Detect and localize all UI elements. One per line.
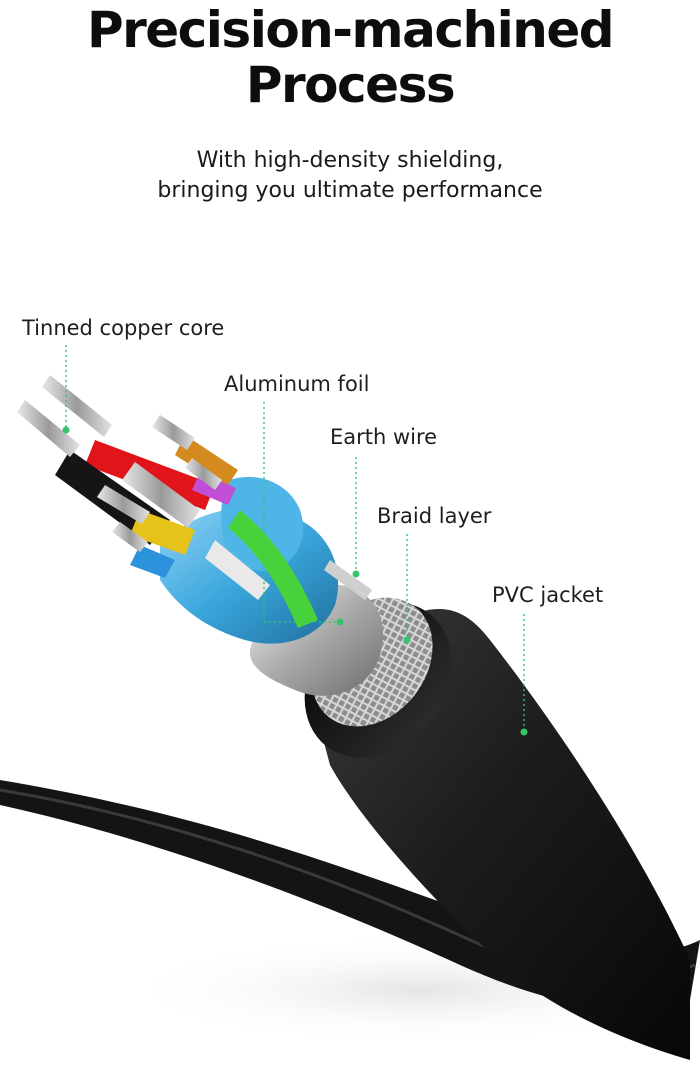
callout-label-foil: Aluminum foil — [224, 372, 370, 396]
callout-label-core: Tinned copper core — [22, 316, 225, 340]
callout-dot-braid — [403, 636, 411, 644]
wire-orange — [175, 435, 238, 488]
wire-blue — [130, 545, 175, 578]
strand-7 — [185, 458, 222, 490]
wire-white — [205, 540, 270, 600]
callout-line-foil — [263, 402, 340, 623]
strand-5 — [97, 485, 150, 524]
callout-label-pvc: PVC jacket — [492, 583, 604, 607]
earth-wire — [324, 560, 372, 600]
callout-dot-earth — [352, 570, 360, 578]
callout-label-braid: Braid layer — [377, 504, 492, 528]
callout-dot-foil — [336, 618, 344, 626]
title-line-1: Precision-machined — [86, 1, 615, 59]
page-title: Precision-machined Process — [0, 0, 700, 113]
strand-1 — [42, 375, 112, 437]
callout-label-earth: Earth wire — [330, 425, 438, 449]
wire-yellow — [130, 510, 195, 555]
subtitle: With high-density shielding, bringing yo… — [0, 146, 700, 206]
inner-blue-foil-2 — [221, 476, 304, 571]
wire-green — [228, 510, 318, 628]
strand-4 — [122, 462, 200, 528]
callout-dot-core — [62, 426, 70, 434]
callout-dots — [62, 426, 528, 736]
title-line-2: Process — [245, 56, 456, 114]
strand-2 — [17, 400, 80, 457]
strand-6 — [112, 522, 148, 552]
callout-dot-pvc — [520, 728, 528, 736]
callout-lines — [65, 345, 525, 730]
subtitle-line-2: bringing you ultimate performance — [157, 178, 543, 203]
subtitle-line-1: With high-density shielding, — [196, 148, 504, 173]
strand-3 — [152, 415, 195, 450]
